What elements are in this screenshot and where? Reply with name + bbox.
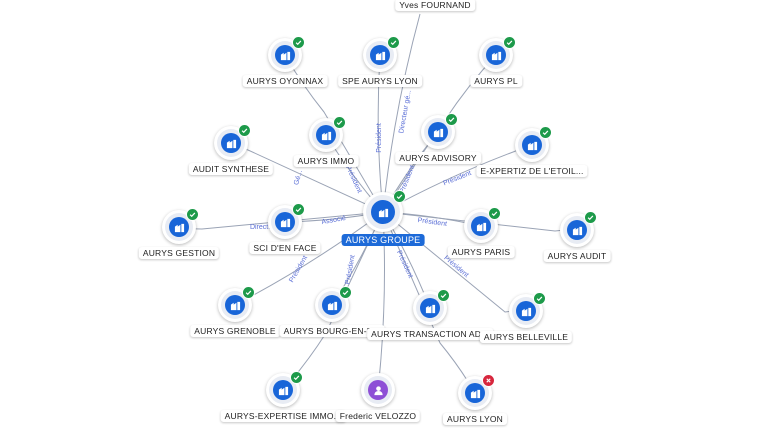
- node-disc[interactable]: [464, 207, 501, 243]
- node-disc[interactable]: [315, 286, 352, 322]
- node-label[interactable]: AURYS AUDIT: [543, 250, 611, 262]
- building-icon: [322, 295, 342, 315]
- node-label[interactable]: AURYS GRENOBLE: [190, 325, 280, 337]
- node-label[interactable]: AURYS BOURG-EN-B...: [279, 325, 385, 337]
- building-icon: [275, 45, 295, 65]
- node-label[interactable]: SPE AURYS LYON: [338, 75, 422, 87]
- node-disc[interactable]: [363, 36, 400, 72]
- building-icon: [522, 135, 542, 155]
- edge-label-paris: Président: [417, 217, 447, 228]
- building-icon: [420, 298, 440, 318]
- node-label[interactable]: AUDIT SYNTHESE: [188, 163, 274, 175]
- active-status-icon: [292, 203, 305, 216]
- node-disc[interactable]: [162, 208, 199, 244]
- node-disc[interactable]: [560, 211, 597, 247]
- active-status-icon: [445, 113, 458, 126]
- building-icon: [471, 216, 491, 236]
- node-disc[interactable]: [421, 113, 458, 149]
- node-label[interactable]: AURYS-EXPERTISE IMMO...: [220, 410, 346, 422]
- node-label[interactable]: AURYS TRANSACTION AD...: [367, 328, 493, 340]
- active-status-icon: [539, 126, 552, 139]
- node-label[interactable]: AURYS PARIS: [447, 246, 515, 258]
- edge-label-grenoble: Président: [288, 255, 309, 284]
- active-status-icon: [393, 190, 406, 203]
- node-label[interactable]: AURYS GROUPE: [341, 234, 425, 246]
- building-icon: [275, 212, 295, 232]
- active-status-icon: [503, 36, 516, 49]
- node-label[interactable]: AURYS BELLEVILLE: [479, 331, 573, 343]
- active-status-icon: [242, 286, 255, 299]
- active-status-icon: [238, 124, 251, 137]
- edge-label-expertiz-etoile: Président: [442, 170, 472, 188]
- node-label[interactable]: E-XPERTIZ DE L'ETOIL...: [476, 165, 588, 177]
- node-label[interactable]: AURYS ADVISORY: [395, 152, 481, 164]
- active-status-icon: [533, 292, 546, 305]
- building-icon: [516, 301, 536, 321]
- edge-audit-synthese: [230, 142, 384, 213]
- edge-label-belleville: Président: [442, 255, 469, 279]
- edge-label-bourg: Président: [345, 255, 357, 285]
- node-label[interactable]: Frederic VELOZZO: [335, 410, 421, 422]
- node-disc[interactable]: [413, 289, 450, 325]
- building-icon: [169, 217, 189, 237]
- node-label[interactable]: Yves FOURNAND: [395, 0, 475, 11]
- active-status-icon: [437, 289, 450, 302]
- node-disc[interactable]: [268, 203, 305, 239]
- node-disc[interactable]: [363, 190, 406, 232]
- node-disc[interactable]: [218, 286, 255, 322]
- building-icon: [370, 45, 390, 65]
- building-icon: [221, 133, 241, 153]
- node-label[interactable]: AURYS LYON: [442, 413, 508, 425]
- building-icon: [567, 220, 587, 240]
- node-label[interactable]: SCI D'EN FACE: [249, 242, 321, 254]
- node-label[interactable]: AURYS GESTION: [138, 247, 220, 259]
- edge-yves: [382, 13, 421, 213]
- node-disc[interactable]: [266, 371, 303, 407]
- active-status-icon: [290, 371, 303, 384]
- building-icon: [465, 383, 485, 403]
- node-label[interactable]: AURYS IMMO: [293, 155, 359, 167]
- edge-label-immo: Président: [344, 164, 363, 194]
- edge-label-audit-synthese: Gé...: [293, 169, 304, 186]
- active-status-icon: [339, 286, 352, 299]
- building-icon: [225, 295, 245, 315]
- active-status-icon: [584, 211, 597, 224]
- node-label[interactable]: AURYS OYONNAX: [242, 75, 328, 87]
- active-status-icon: [387, 36, 400, 49]
- node-disc[interactable]: [458, 374, 495, 410]
- building-icon: [428, 122, 448, 142]
- node-disc[interactable]: [309, 116, 346, 152]
- building-icon: [316, 125, 336, 145]
- closed-status-icon: [482, 374, 495, 387]
- active-status-icon: [292, 36, 305, 49]
- active-status-icon: [186, 208, 199, 221]
- edge-velozzo: [377, 211, 385, 391]
- edge-label-spe-lyon: Président: [376, 123, 383, 153]
- node-disc[interactable]: [214, 124, 251, 160]
- node-disc[interactable]: [515, 126, 552, 162]
- building-icon: [486, 45, 506, 65]
- node-disc[interactable]: [361, 373, 395, 407]
- node-label[interactable]: AURYS PL: [470, 75, 522, 87]
- active-status-icon: [488, 207, 501, 220]
- edge-label-sci-en-face: Associé: [321, 215, 346, 226]
- building-icon: [273, 380, 293, 400]
- node-disc[interactable]: [479, 36, 516, 72]
- person-icon: [368, 380, 388, 400]
- active-status-icon: [333, 116, 346, 129]
- node-disc[interactable]: [509, 292, 546, 328]
- node-disc[interactable]: [268, 36, 305, 72]
- edge-label-gestion: Direct...: [250, 224, 274, 231]
- building-icon: [371, 200, 395, 224]
